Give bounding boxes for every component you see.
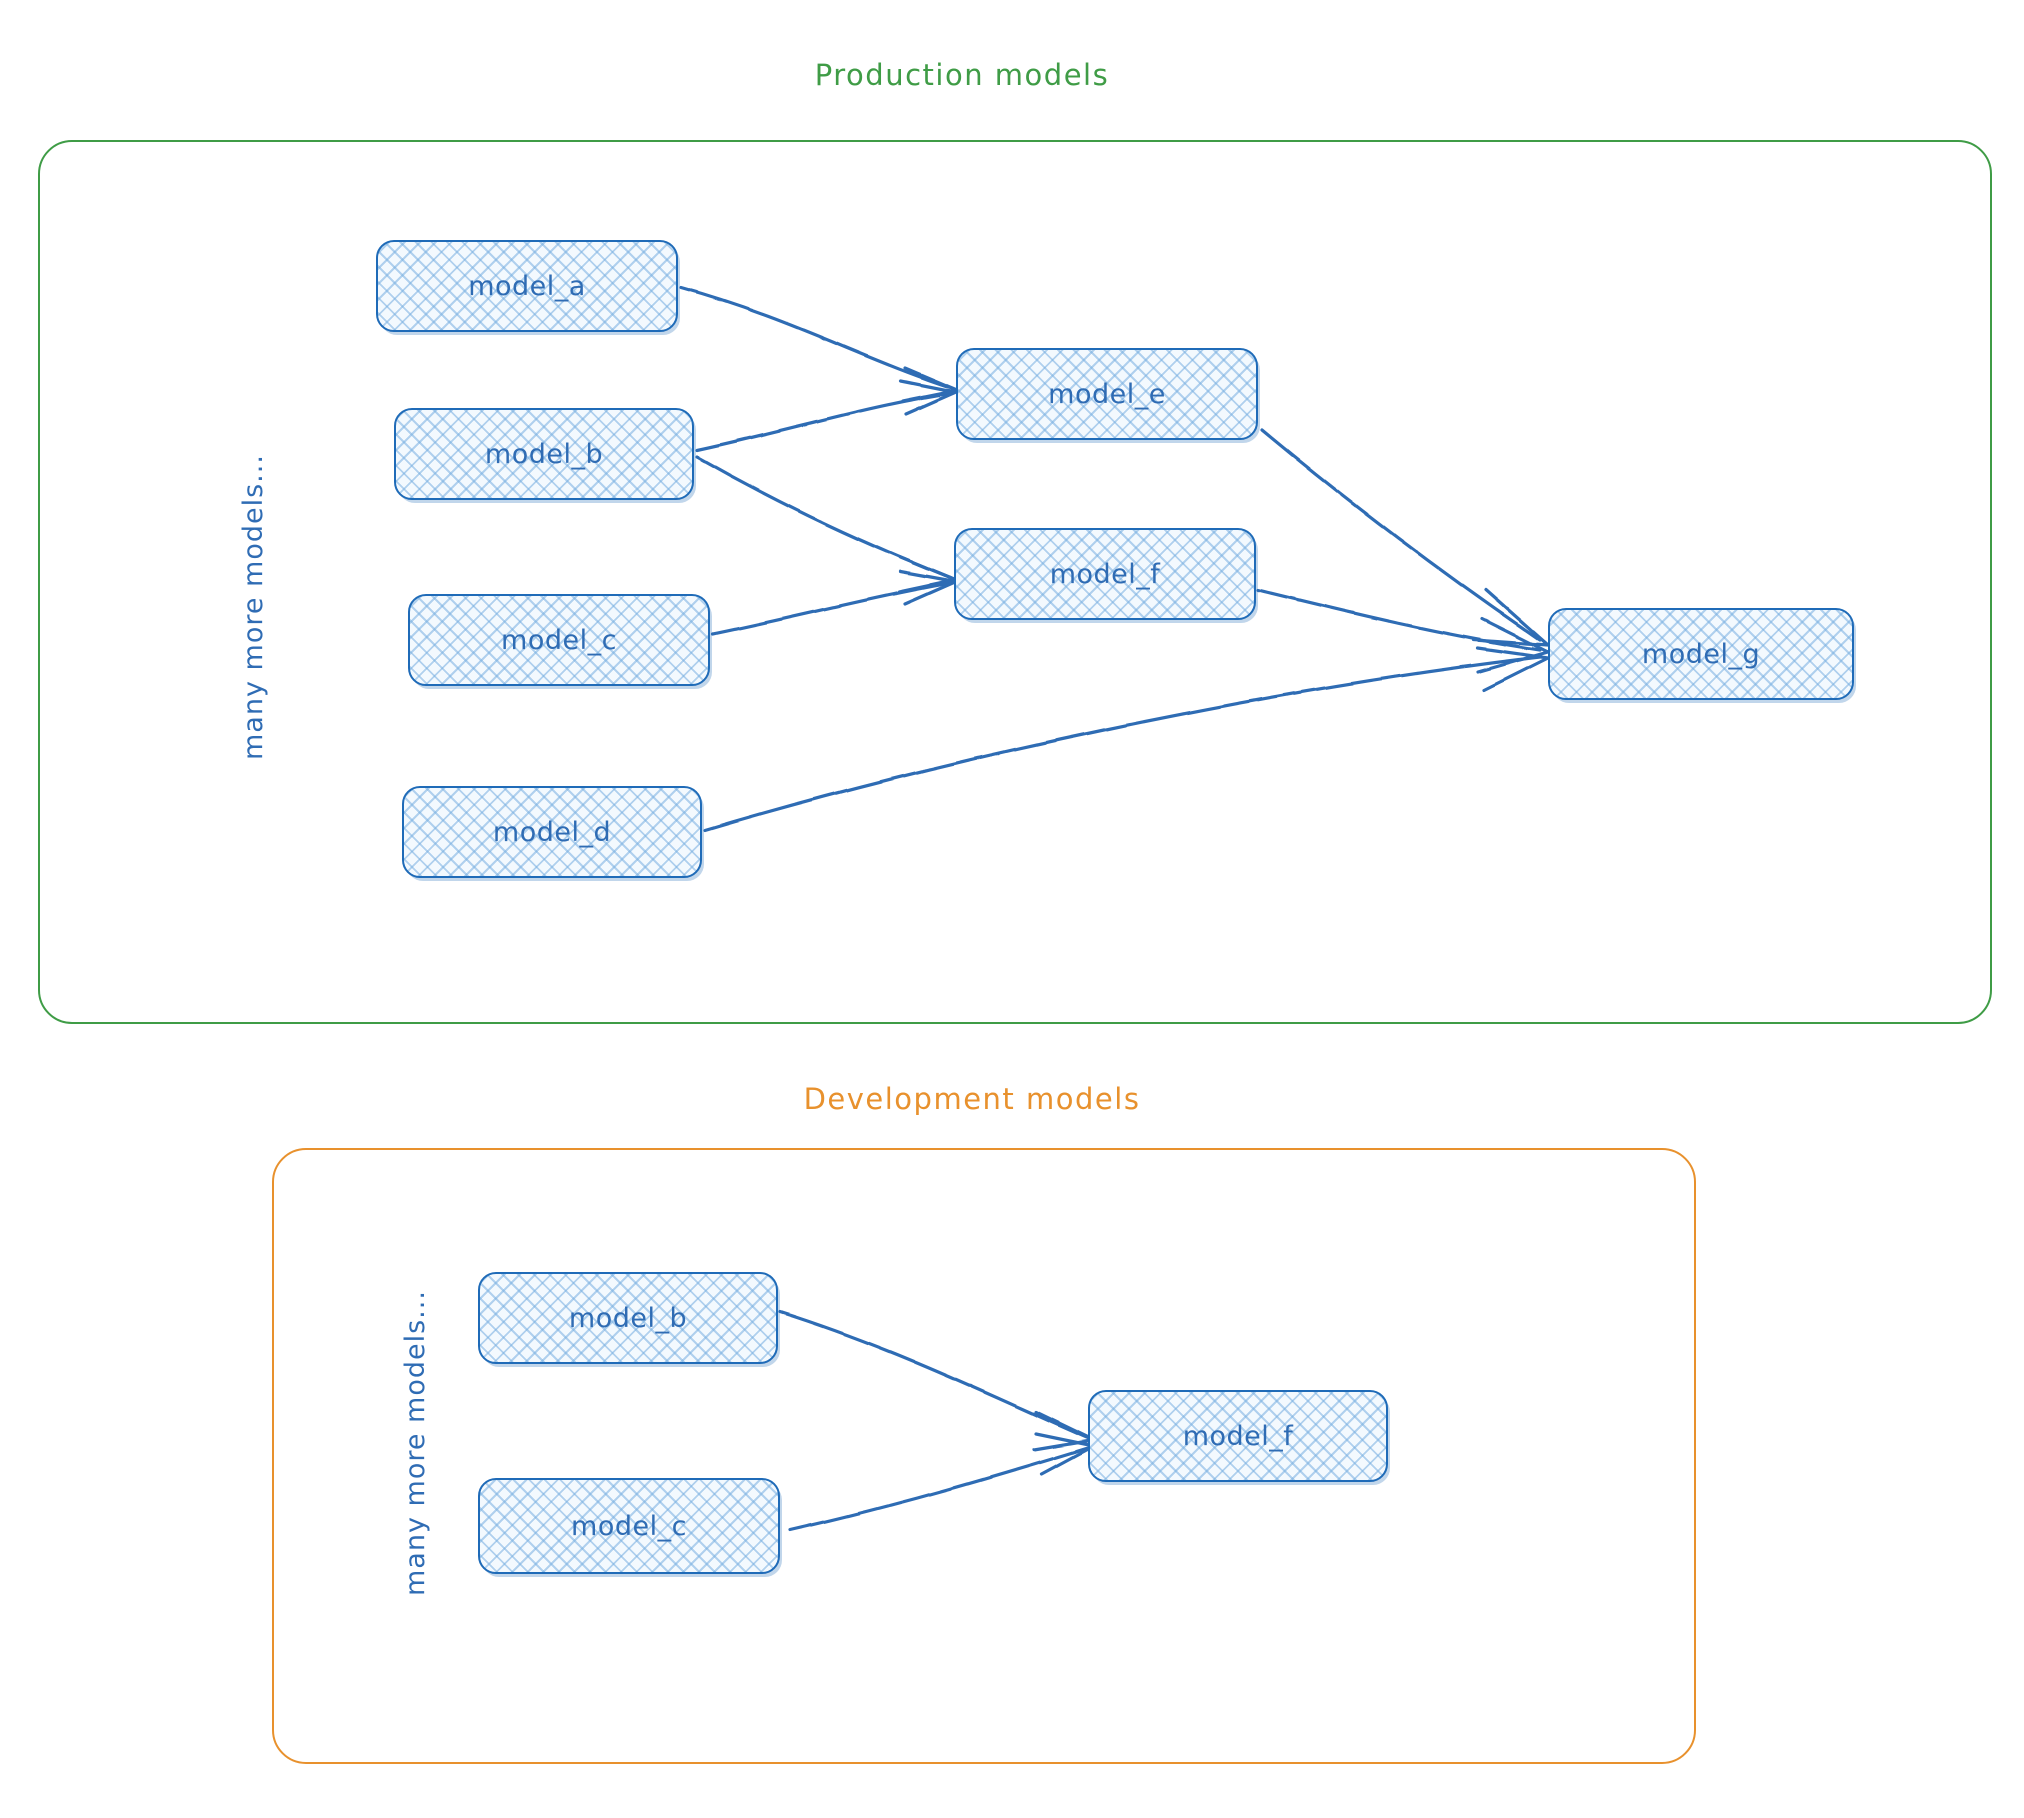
node-label: model_b	[484, 438, 604, 470]
node-prod-model-a[interactable]: model_a	[376, 240, 678, 332]
node-label: model_d	[492, 816, 612, 848]
node-prod-model-g[interactable]: model_g	[1548, 608, 1854, 700]
node-label: model_c	[571, 1510, 687, 1542]
production-group-title: Production models	[814, 58, 1110, 92]
node-label: model_c	[501, 624, 617, 656]
node-prod-model-c[interactable]: model_c	[408, 594, 710, 686]
development-group-title: Development models	[803, 1082, 1141, 1116]
node-dev-model-b[interactable]: model_b	[478, 1272, 778, 1364]
node-dev-model-c[interactable]: model_c	[478, 1478, 780, 1574]
node-label: model_b	[568, 1302, 688, 1334]
node-prod-model-b[interactable]: model_b	[394, 408, 694, 500]
node-dev-model-f[interactable]: model_f	[1088, 1390, 1388, 1482]
production-many-more-models-label: many more models...	[238, 454, 269, 760]
node-prod-model-d[interactable]: model_d	[402, 786, 702, 878]
node-prod-model-e[interactable]: model_e	[956, 348, 1258, 440]
node-label: model_e	[1048, 378, 1166, 410]
node-label: model_g	[1641, 638, 1761, 670]
development-many-more-models-label: many more models...	[400, 1290, 431, 1596]
node-label: model_f	[1182, 1420, 1294, 1452]
production-group-container	[38, 140, 1992, 1024]
node-label: model_a	[468, 270, 586, 302]
development-group-container	[272, 1148, 1696, 1764]
node-label: model_f	[1049, 558, 1161, 590]
node-prod-model-f[interactable]: model_f	[954, 528, 1256, 620]
